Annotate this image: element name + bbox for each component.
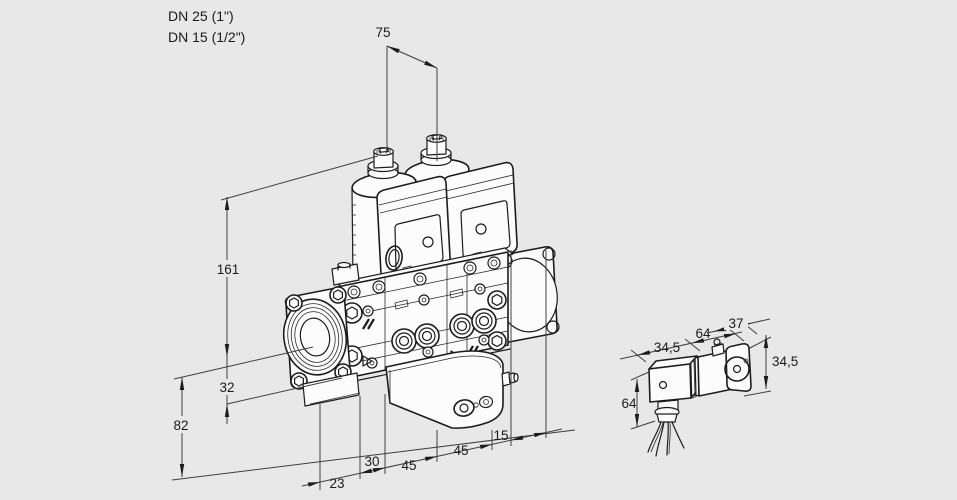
dim-bottom-chain: 23 30 45 45 15 xyxy=(301,250,563,491)
pipe-size-label-2: DN 15 (1/2") xyxy=(168,29,245,45)
top-bracket xyxy=(331,261,360,286)
dim-plug-width-label: 34,5 xyxy=(654,340,680,355)
pressure-regulator xyxy=(385,350,519,429)
dim-161: 161 xyxy=(173,155,379,380)
coil-side-view: 34,5 64 37 34,5 64 xyxy=(619,316,798,457)
solenoid-coil-1 xyxy=(351,147,451,282)
pressure-ports xyxy=(391,308,497,354)
dim-161-label: 161 xyxy=(217,262,240,277)
upper-screws xyxy=(362,283,486,317)
main-valve-drawing xyxy=(282,134,560,429)
dim-82-label: 82 xyxy=(173,418,188,433)
dim-75: 75 xyxy=(375,25,438,161)
dim-32: 32 xyxy=(213,357,343,424)
coil-wires xyxy=(647,421,685,457)
dim-23-label: 23 xyxy=(329,476,344,491)
lower-screws xyxy=(366,334,490,369)
dim-plug-height-label: 64 xyxy=(621,396,637,411)
coil-connector-plug xyxy=(647,355,699,457)
dim-82: 82 xyxy=(167,377,576,481)
dim-coil-height-label: 34,5 xyxy=(772,354,798,369)
outlet-flange xyxy=(496,246,560,344)
dim-15-label: 15 xyxy=(493,428,508,443)
inlet-flange xyxy=(282,286,361,407)
dim-45b-label: 45 xyxy=(453,443,468,458)
dim-45a-label: 45 xyxy=(401,458,416,473)
dim-75-label: 75 xyxy=(375,25,390,40)
dim-coil-depth-label: 37 xyxy=(728,316,743,331)
main-view-dimensions: 75 161 32 82 xyxy=(167,25,576,491)
dim-30-label: 30 xyxy=(364,454,379,469)
coil-top-tab xyxy=(711,338,725,357)
flange-foot xyxy=(302,372,360,407)
pipe-size-label-1: DN 25 (1") xyxy=(168,8,234,24)
coil-view-dimensions: 34,5 64 37 34,5 64 xyxy=(619,316,798,430)
coil-body xyxy=(690,338,752,399)
test-nipple xyxy=(501,371,519,387)
top-bolt-heads xyxy=(347,256,501,299)
dim-coil-length-label: 64 xyxy=(695,326,711,341)
dim-32-label: 32 xyxy=(219,380,234,395)
